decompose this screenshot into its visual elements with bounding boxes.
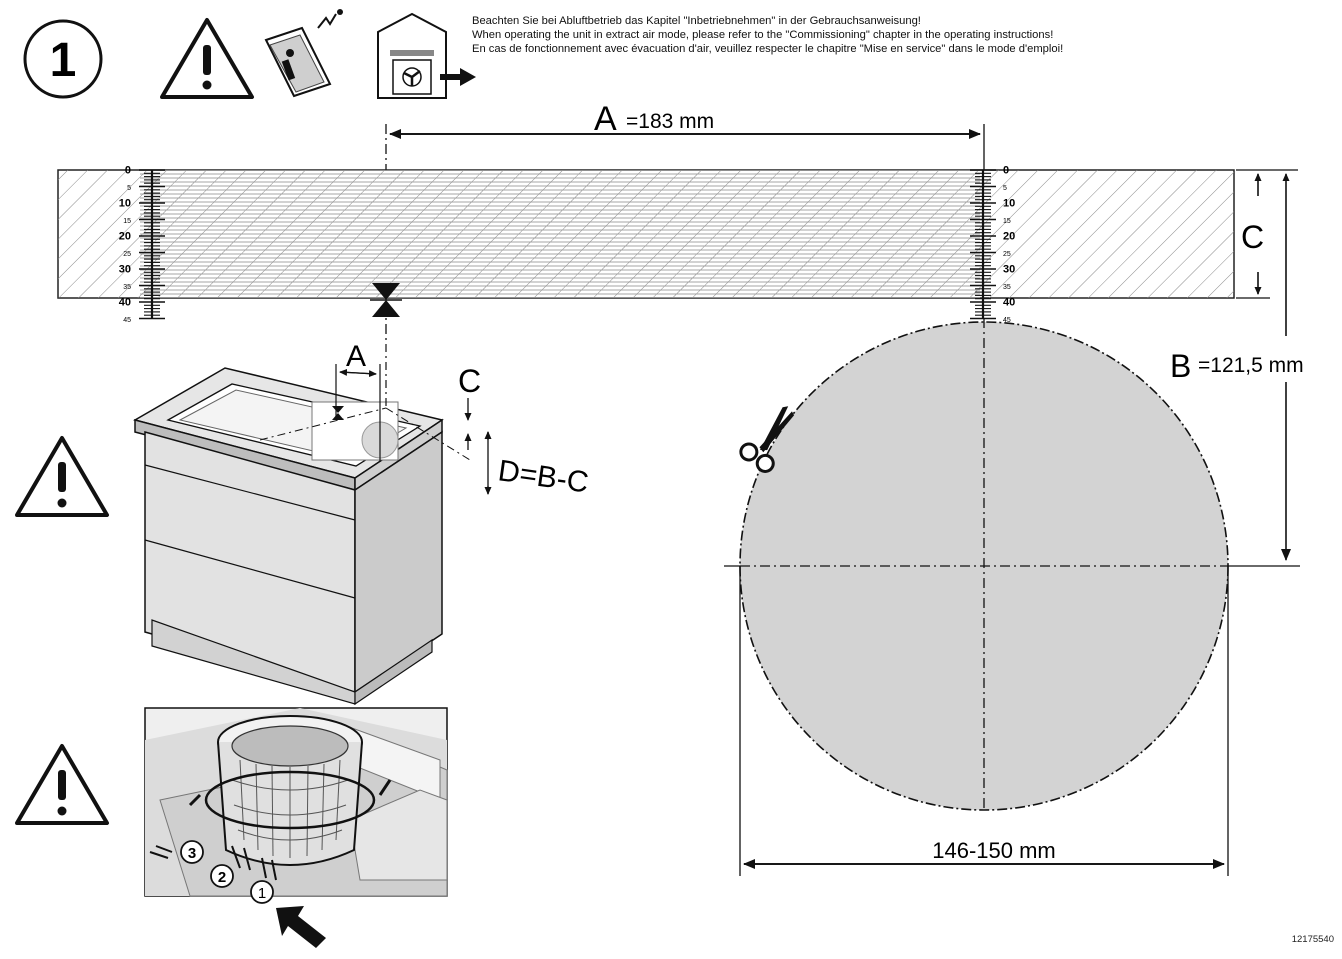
ruler-label: 35: [123, 284, 131, 291]
ruler-right: 0 5 10 15 20 25 30 35 40 45: [970, 165, 1015, 324]
svg-text:2: 2: [218, 869, 226, 886]
ruler-label: 15: [123, 218, 131, 225]
dimension-a-top: A =183 mm: [385, 100, 985, 344]
document-number: 12175540: [1291, 934, 1334, 945]
scissors-icon: [739, 406, 795, 473]
warning-icon: [15, 436, 109, 517]
notice-french: En cas de fonctionnement avec évacuation…: [472, 43, 1064, 55]
ruler-label: 5: [127, 185, 131, 192]
dimension-diameter-value: 146-150 mm: [932, 838, 1056, 863]
step-number: 1: [50, 34, 77, 87]
svg-text:3: 3: [188, 845, 196, 862]
warning-icon: [15, 744, 109, 825]
dimension-b-value: =121,5 mm: [1198, 354, 1304, 377]
ruler-label: 45: [123, 317, 131, 324]
dimension-a-value: =183 mm: [626, 110, 714, 133]
inset-step-3: 3: [180, 840, 204, 864]
pointer-arrow-icon: [276, 906, 326, 948]
ruler-label: 35: [1003, 284, 1011, 291]
ruler-label: 25: [123, 251, 131, 258]
dimension-d-cabinet: D=B-C: [484, 431, 591, 500]
dimension-a-letter: A: [594, 100, 617, 138]
ruler-label: 0: [125, 165, 131, 177]
ruler-label: 25: [1003, 251, 1011, 258]
notice-german: Beachten Sie bei Abluftbetrieb das Kapit…: [472, 15, 921, 27]
manual-info-icon: [264, 9, 343, 98]
ruler-label: 40: [1003, 297, 1015, 309]
ruler-left: 0 5 10 15 20 25 30 35 40 45: [119, 165, 165, 324]
ruler-label: 20: [119, 231, 131, 243]
extract-air-icon: [377, 12, 476, 99]
dimension-c-letter: C: [1241, 219, 1264, 255]
cutout-circle: [739, 318, 1229, 812]
filter-installation-inset: 3 2 1: [144, 707, 448, 904]
cabinet-dimension-c: C: [458, 363, 481, 399]
warning-icon: [160, 18, 254, 99]
svg-text:1: 1: [258, 885, 266, 902]
kitchen-cabinet: [133, 344, 471, 706]
step-circle: [23, 19, 103, 99]
center-mark: [370, 283, 402, 317]
ruler-label: 10: [119, 198, 131, 210]
cabinet-dimension-a: A: [346, 340, 366, 373]
ruler-label: 30: [119, 264, 131, 276]
ruler-label: 20: [1003, 231, 1015, 243]
ruler-label: 30: [1003, 264, 1015, 276]
notice-english: When operating the unit in extract air m…: [472, 29, 1054, 41]
extract-air-notice: Beachten Sie bei Abluftbetrieb das Kapit…: [472, 14, 1337, 56]
dimension-c-strip: C: [1236, 169, 1298, 299]
ruler-label: 10: [1003, 198, 1015, 210]
step-badge: 1: [23, 19, 103, 99]
dimension-c-cabinet: C: [458, 363, 481, 450]
ruler-label: 45: [1003, 317, 1011, 324]
dimension-a-cabinet: A: [332, 340, 381, 462]
ruler-label: 0: [1003, 165, 1009, 177]
ruler-label: 15: [1003, 218, 1011, 225]
dimension-b-letter: B: [1170, 348, 1191, 384]
cutout-template-strip: [57, 169, 1235, 299]
cabinet-dimension-d: D=B-C: [496, 454, 591, 499]
ruler-label: 40: [119, 297, 131, 309]
inset-step-2: 2: [210, 864, 234, 888]
inset-step-1: 1: [250, 880, 274, 904]
dimension-diameter: 146-150 mm: [739, 566, 1229, 876]
ruler-label: 5: [1003, 185, 1007, 192]
